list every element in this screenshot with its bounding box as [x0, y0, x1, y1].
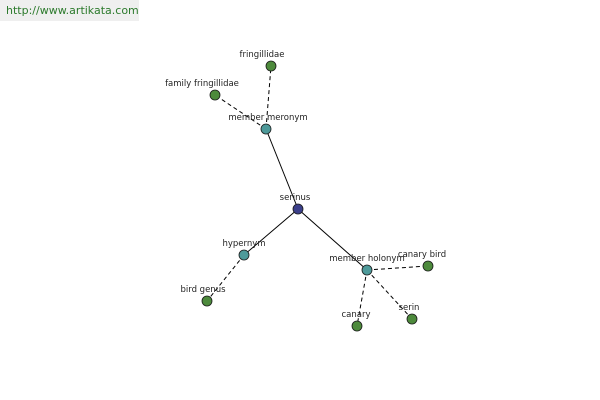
edge-member-holonym-canary-bird — [366, 265, 429, 271]
serinus-label[interactable]: serinus — [280, 193, 311, 203]
canary-bird-node[interactable] — [422, 260, 434, 272]
edge-hypernym-bird-genus — [206, 254, 245, 302]
bird-genus-label[interactable]: bird genus — [180, 285, 226, 295]
edge-serinus-member-holonym — [297, 208, 368, 271]
family-fringillidae-node[interactable] — [209, 89, 221, 101]
fringillidae-label[interactable]: fringillidae — [240, 50, 285, 60]
source-url-text: http://www.artikata.com — [6, 4, 139, 17]
graph-edges — [206, 65, 429, 327]
canary-bird-label[interactable]: canary bird — [398, 250, 446, 260]
source-watermark[interactable]: http://www.artikata.com — [0, 0, 139, 21]
member-meronym-node[interactable] — [260, 123, 272, 135]
edge-serinus-member-meronym — [265, 128, 299, 210]
hypernym-node[interactable] — [238, 249, 250, 261]
graph-labels: serinus member meronym fringillidae family … — [165, 50, 446, 320]
serin-node[interactable] — [406, 313, 418, 325]
hypernym-label[interactable]: hypernym — [222, 239, 265, 249]
edge-member-meronym-fringillidae — [265, 65, 272, 130]
serinus-node[interactable] — [292, 203, 304, 215]
family-fringillidae-label[interactable]: family fringillidae — [165, 79, 239, 89]
member-holonym-label[interactable]: member holonym — [329, 254, 404, 264]
edge-serinus-hypernym — [243, 208, 299, 256]
graph-nodes — [201, 60, 434, 332]
bird-genus-node[interactable] — [201, 295, 213, 307]
canary-label[interactable]: canary — [341, 310, 370, 320]
edge-member-meronym-family-fringillidae — [214, 94, 267, 130]
edge-member-holonym-canary — [356, 269, 368, 327]
member-holonym-node[interactable] — [361, 264, 373, 276]
serin-label[interactable]: serin — [399, 303, 420, 313]
fringillidae-node[interactable] — [265, 60, 277, 72]
canary-node[interactable] — [351, 320, 363, 332]
member-meronym-label[interactable]: member meronym — [228, 113, 307, 123]
